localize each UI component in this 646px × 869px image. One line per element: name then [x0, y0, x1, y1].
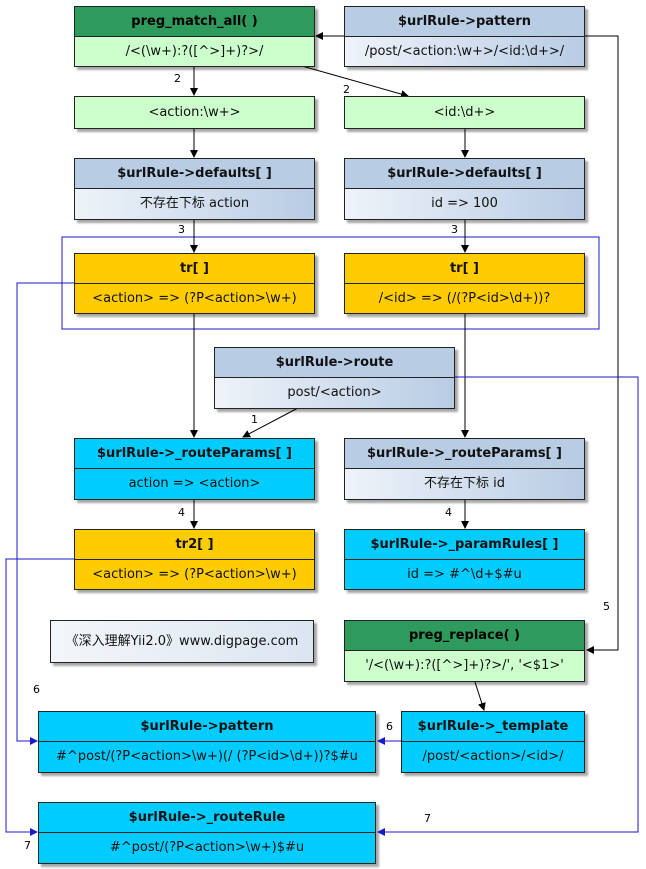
node-title: tr[ ]: [75, 254, 314, 284]
step-label: 5: [603, 600, 610, 613]
node-title: $urlRule->route: [215, 348, 454, 378]
action-token-node: <action:\w+>: [74, 96, 315, 129]
pattern-output-node: $urlRule->pattern #^post/(?P<action>\w+)…: [38, 711, 376, 773]
node-title: preg_replace( ): [345, 621, 584, 651]
step-label: 3: [178, 223, 185, 236]
defaults-left-node: $urlRule->defaults[ ] 不存在下标 action: [74, 158, 315, 220]
step-label: 4: [445, 506, 452, 519]
step-label: 6: [386, 720, 393, 733]
node-title: $urlRule->defaults[ ]: [75, 159, 314, 189]
node-title: $urlRule->pattern: [345, 7, 584, 37]
node-body: 不存在下标 action: [75, 189, 314, 219]
route-node: $urlRule->route post/<action>: [214, 347, 455, 409]
tr-left-node: tr[ ] <action> => (?P<action>\w+): [74, 253, 315, 314]
node-title: tr2[ ]: [75, 530, 314, 560]
arrow-tr-to-pattern: [16, 282, 74, 745]
node-body: post/<action>: [215, 378, 454, 408]
tr-right-node: tr[ ] /<id> => (/(?P<id>\d+))?: [344, 253, 585, 314]
template-node: $urlRule->_template /post/<action>/<id>/: [401, 711, 585, 773]
node-body: 不存在下标 id: [345, 469, 584, 499]
node-body: action => <action>: [75, 469, 314, 499]
node-body: #^post/(?P<action>\w+)(/ (?P<id>\d+))?$#…: [39, 742, 375, 772]
node-title: $urlRule->_routeParams[ ]: [345, 439, 584, 469]
node-title: $urlRule->_routeRule: [39, 803, 375, 833]
node-title: $urlRule->defaults[ ]: [345, 159, 584, 189]
step-label: 4: [178, 506, 185, 519]
node-body: <action> => (?P<action>\w+): [75, 560, 314, 589]
node-body: /post/<action:\w+>/<id:\d+>/: [345, 37, 584, 66]
step-label: 7: [24, 839, 31, 852]
routerule-node: $urlRule->_routeRule #^post/(?P<action>\…: [38, 802, 376, 864]
node-title: $urlRule->_routeParams[ ]: [75, 439, 314, 469]
node-title: $urlRule->_paramRules[ ]: [345, 530, 584, 560]
routeparams-right-node: $urlRule->_routeParams[ ] 不存在下标 id: [344, 438, 585, 500]
node-body: /<id> => (/(?P<id>\d+))?: [345, 284, 584, 313]
node-title: $urlRule->pattern: [39, 712, 375, 742]
node-body: id => #^\d+$#u: [345, 560, 584, 589]
arrow-preg-to-id: [301, 65, 409, 98]
node-body: <action:\w+>: [75, 97, 314, 128]
node-body: <action> => (?P<action>\w+): [75, 284, 314, 313]
step-label: 6: [33, 683, 40, 696]
routeparams-left-node: $urlRule->_routeParams[ ] action => <act…: [74, 438, 315, 500]
node-title: $urlRule->_template: [402, 712, 584, 742]
node-body: /<(\w+):?([^>]+)?>/: [75, 37, 314, 66]
arrow-tr2-to-routerule: [5, 558, 74, 836]
arrow-preg-replace-to-template: [474, 681, 486, 711]
step-label: 2: [174, 72, 181, 85]
defaults-right-node: $urlRule->defaults[ ] id => 100: [344, 158, 585, 220]
node-body: '/<(\w+):?([^>]+)?>/', '<$1>': [345, 651, 584, 681]
step-label: 3: [451, 223, 458, 236]
preg-replace-node: preg_replace( ) '/<(\w+):?([^>]+)?>/', '…: [344, 620, 585, 682]
node-body: #^post/(?P<action>\w+)$#u: [39, 833, 375, 863]
source-caption: 《深入理解Yii2.0》www.digpage.com: [50, 620, 314, 663]
step-label: 2: [343, 83, 350, 96]
preg-match-all-node: preg_match_all( ) /<(\w+):?([^>]+)?>/: [74, 6, 315, 67]
id-token-node: <id:\d+>: [344, 96, 585, 129]
node-title: tr[ ]: [345, 254, 584, 284]
arrow-pattern-to-preg-replace: [585, 35, 619, 654]
pattern-source-node: $urlRule->pattern /post/<action:\w+>/<id…: [344, 6, 585, 67]
step-label: 7: [424, 812, 431, 825]
node-body: /post/<action>/<id>/: [402, 742, 584, 772]
step-label: 1: [251, 413, 258, 426]
paramrules-node: $urlRule->_paramRules[ ] id => #^\d+$#u: [344, 529, 585, 590]
node-body: <id:\d+>: [345, 97, 584, 128]
node-title: preg_match_all( ): [75, 7, 314, 37]
node-body: id => 100: [345, 189, 584, 219]
tr2-node: tr2[ ] <action> => (?P<action>\w+): [74, 529, 315, 590]
